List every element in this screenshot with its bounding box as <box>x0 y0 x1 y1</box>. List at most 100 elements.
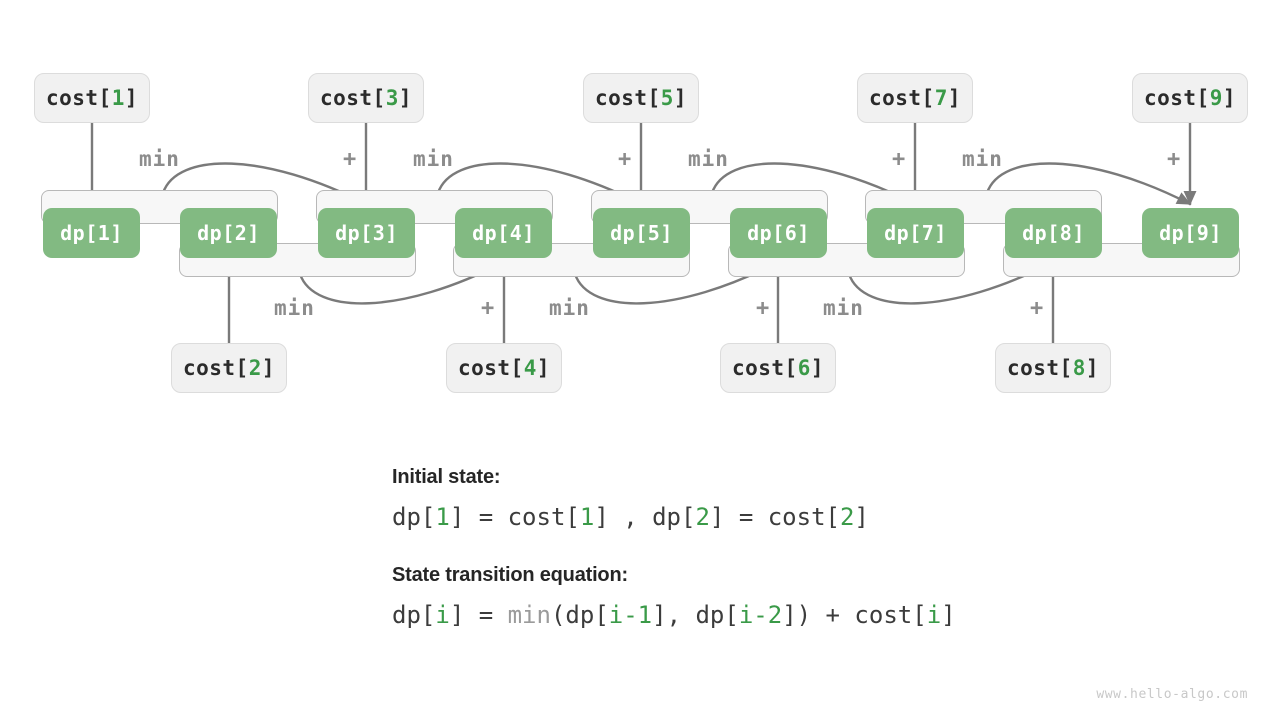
min-label-top-4: min <box>962 147 1003 171</box>
plus-label-top-4: + <box>1167 147 1182 172</box>
min-label-bottom-2: min <box>549 296 590 320</box>
initial-state-equation: dp[1] = cost[1] , dp[2] = cost[2] <box>392 503 1092 531</box>
min-label-top-3: min <box>688 147 729 171</box>
node-index: 4 <box>523 356 537 380</box>
dp-node-9[interactable]: dp[9] <box>1142 208 1239 258</box>
node-prefix: cost[ <box>319 86 386 110</box>
transition-equation-part-4: min <box>507 601 551 629</box>
node-prefix: dp[ <box>747 221 785 245</box>
dp-node-2[interactable]: dp[2] <box>180 208 277 258</box>
initial-equation-part-6: 2 <box>695 503 710 531</box>
node-index: 9 <box>1209 86 1223 110</box>
initial-equation-part-3: ] = cost[ <box>449 503 580 531</box>
transition-equation-part-2: i <box>435 601 450 629</box>
node-index: 7 <box>934 86 948 110</box>
node-suffix: ] <box>536 356 551 380</box>
node-suffix: ] <box>124 86 139 110</box>
dp-node-7[interactable]: dp[7] <box>867 208 964 258</box>
cost-node-3[interactable]: cost[3] <box>308 73 424 123</box>
dp-node-8[interactable]: dp[8] <box>1005 208 1102 258</box>
node-prefix: dp[ <box>197 221 235 245</box>
node-suffix: ] <box>247 221 260 245</box>
plus-label-top-2: + <box>618 147 633 172</box>
initial-equation-part-4: 1 <box>579 503 595 531</box>
cost-node-8[interactable]: cost[8] <box>995 343 1111 393</box>
node-index: 6 <box>797 356 811 380</box>
initial-equation-part-2: 1 <box>435 503 450 531</box>
node-index: 8 <box>1072 356 1086 380</box>
node-prefix: dp[ <box>335 221 373 245</box>
node-suffix: ] <box>261 356 276 380</box>
node-index: 2 <box>248 356 262 380</box>
cost-node-6[interactable]: cost[6] <box>720 343 836 393</box>
min-label-top-1: min <box>139 147 180 171</box>
plus-label-bottom-3: + <box>1030 296 1045 321</box>
cost-node-1[interactable]: cost[1] <box>34 73 150 123</box>
node-prefix: cost[ <box>1006 356 1073 380</box>
node-prefix: dp[ <box>610 221 648 245</box>
node-suffix: ] <box>947 86 962 110</box>
initial-state-heading: Initial state: <box>392 466 501 488</box>
initial-equation-part-5: ] , dp[ <box>594 503 696 531</box>
cost-node-2[interactable]: cost[2] <box>171 343 287 393</box>
initial-equation-part-7: ] = cost[ <box>709 503 840 531</box>
cost-node-7[interactable]: cost[7] <box>857 73 973 123</box>
node-index: 5 <box>660 86 674 110</box>
node-suffix: ] <box>110 221 123 245</box>
node-prefix: dp[ <box>60 221 98 245</box>
cost-node-4[interactable]: cost[4] <box>446 343 562 393</box>
dp-node-1[interactable]: dp[1] <box>43 208 140 258</box>
transition-equation-part-8: i-2 <box>738 601 783 629</box>
transition-equation-part-1: dp[ <box>392 601 436 629</box>
node-prefix: dp[ <box>1022 221 1060 245</box>
node-suffix: ] <box>797 221 810 245</box>
plus-label-top-3: + <box>892 147 907 172</box>
transition-equation-part-7: ], dp[ <box>652 601 739 629</box>
dp-node-4[interactable]: dp[4] <box>455 208 552 258</box>
transition-equation-part-3: ] = <box>449 601 508 629</box>
node-prefix: dp[ <box>1159 221 1197 245</box>
cost-node-5[interactable]: cost[5] <box>583 73 699 123</box>
caption-block: Initial state: dp[1] = cost[1] , dp[2] =… <box>392 466 1092 629</box>
min-label-top-2: min <box>413 147 454 171</box>
min-label-bottom-3: min <box>823 296 864 320</box>
node-suffix: ] <box>398 86 413 110</box>
cost-node-9[interactable]: cost[9] <box>1132 73 1248 123</box>
plus-label-bottom-1: + <box>481 296 496 321</box>
node-index: 6 <box>784 221 798 245</box>
node-index: 3 <box>385 86 399 110</box>
transition-equation-part-10: i <box>926 601 942 629</box>
node-prefix: cost[ <box>731 356 798 380</box>
node-prefix: cost[ <box>457 356 524 380</box>
min-label-bottom-1: min <box>274 296 315 320</box>
transition-equation-part-5: (dp[ <box>550 601 609 629</box>
node-suffix: ] <box>385 221 398 245</box>
plus-label-bottom-2: + <box>756 296 771 321</box>
node-suffix: ] <box>673 86 688 110</box>
dp-node-3[interactable]: dp[3] <box>318 208 415 258</box>
node-index: 4 <box>509 221 523 245</box>
watermark: www.hello-algo.com <box>1096 687 1248 702</box>
node-suffix: ] <box>1072 221 1085 245</box>
node-suffix: ] <box>522 221 535 245</box>
dp-node-6[interactable]: dp[6] <box>730 208 827 258</box>
transition-equation-part-6: i-1 <box>608 601 653 629</box>
transition-equation-part-9: ]) + cost[ <box>782 601 927 629</box>
node-prefix: cost[ <box>594 86 661 110</box>
node-suffix: ] <box>660 221 673 245</box>
initial-equation-part-9: ] <box>854 503 869 531</box>
node-index: 9 <box>1196 221 1210 245</box>
node-index: 7 <box>921 221 935 245</box>
node-index: 1 <box>111 86 125 110</box>
node-index: 1 <box>97 221 111 245</box>
node-prefix: cost[ <box>868 86 935 110</box>
node-index: 5 <box>647 221 661 245</box>
dp-node-5[interactable]: dp[5] <box>593 208 690 258</box>
plus-label-top-1: + <box>343 147 358 172</box>
initial-equation-part-1: dp[ <box>392 503 436 531</box>
node-prefix: dp[ <box>884 221 922 245</box>
node-suffix: ] <box>1222 86 1237 110</box>
transition-equation-part-11: ] <box>941 601 956 629</box>
node-prefix: cost[ <box>182 356 249 380</box>
